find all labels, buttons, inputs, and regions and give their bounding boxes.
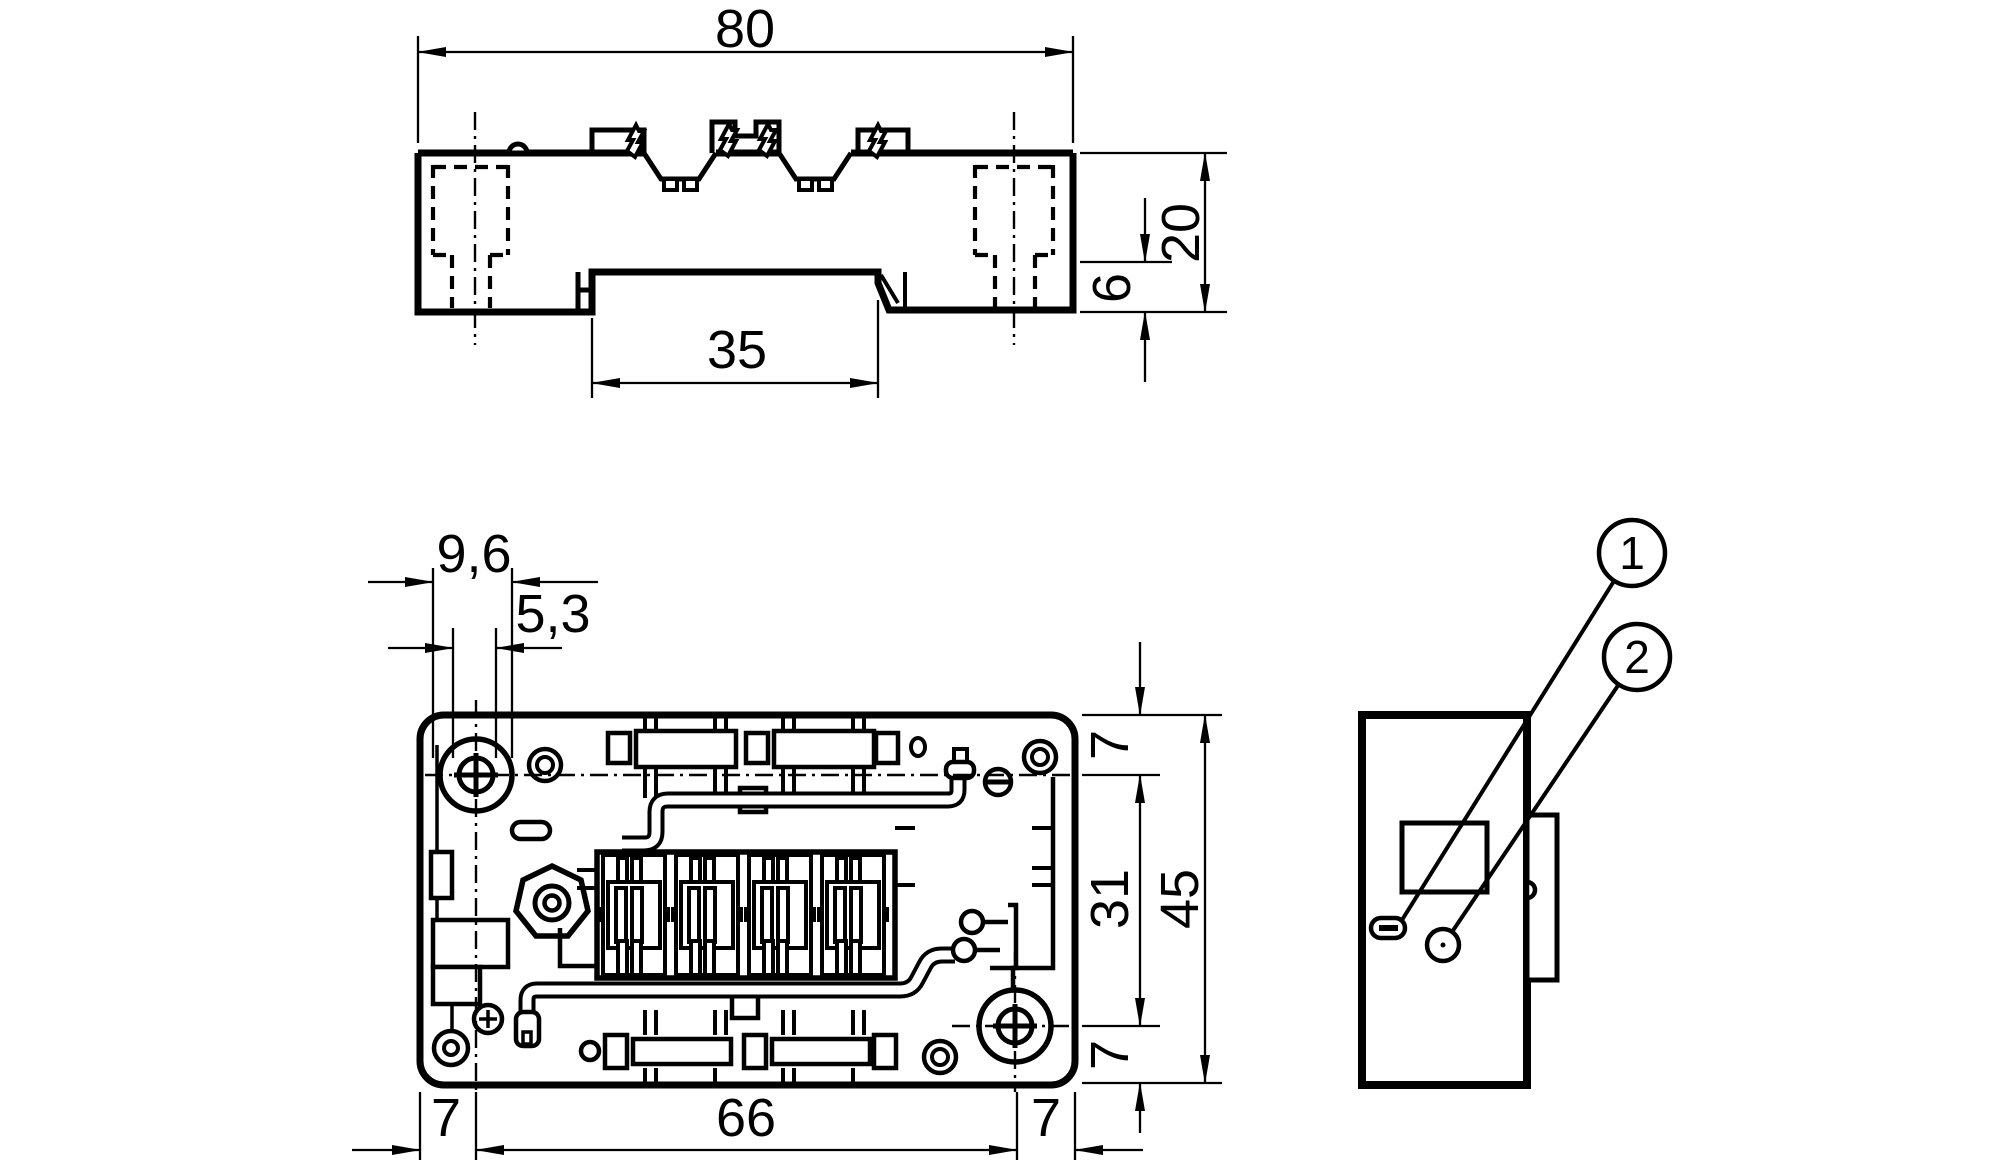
nut-boss — [513, 862, 591, 939]
slotted-via — [982, 766, 1014, 798]
side-body — [1358, 711, 1531, 1089]
leader-line-2 — [1450, 682, 1621, 934]
dim-label-7-left: 7 — [431, 1088, 461, 1148]
conductor-traces — [518, 775, 1056, 1014]
slot-feature-1 — [1368, 915, 1408, 941]
clip-notch-right — [776, 151, 854, 182]
rail-lip-left — [575, 272, 592, 312]
side-window — [1399, 820, 1490, 895]
dim-label-6: 6 — [1082, 273, 1142, 303]
hole-feature-2 — [1424, 926, 1462, 964]
dim-label-20: 20 — [1151, 203, 1211, 263]
dim-label-80: 80 — [715, 0, 775, 59]
terminal-strip-bottom — [602, 992, 899, 1083]
clip-notch-left — [641, 151, 719, 182]
left-slot — [428, 849, 455, 901]
rail-lip-right — [879, 272, 907, 310]
notch-tooth — [797, 177, 814, 192]
dim-label-5-3: 5,3 — [515, 584, 590, 644]
hook-pad — [509, 819, 553, 842]
small-oval-hole — [909, 736, 927, 758]
terminal-strip-top — [605, 715, 901, 815]
center-axes — [425, 700, 1078, 1092]
callout-1-label: 1 — [1619, 527, 1645, 579]
corner-ring — [431, 738, 1059, 1076]
plan-view-housing — [416, 700, 1079, 1092]
dim-label-35: 35 — [707, 320, 767, 380]
contact-block — [577, 826, 915, 981]
small-round-hole — [578, 1039, 602, 1063]
dim-label-7-bottom: 7 — [1080, 1040, 1140, 1070]
clip-tab-center — [709, 119, 782, 153]
dim-label-9-6: 9,6 — [436, 524, 511, 584]
notch-tooth — [682, 177, 699, 192]
leader-line-1 — [1400, 579, 1616, 922]
callout-1: 1 — [1596, 517, 1668, 589]
small-screw — [471, 1002, 505, 1036]
top-view-din-profile — [414, 112, 1077, 345]
dim-label-31: 31 — [1080, 869, 1140, 929]
callout-2: 2 — [1601, 621, 1673, 693]
dim-label-7-top: 7 — [1080, 730, 1140, 760]
dim-label-66: 66 — [716, 1088, 776, 1148]
callout-2-label: 2 — [1624, 631, 1650, 683]
dimension-annotations: 80 35 20 6 9,6 5,3 7 31 45 7 7 66 7 — [352, 0, 1227, 1160]
profile-outline — [414, 153, 1077, 316]
dim-label-7-right: 7 — [1031, 1088, 1061, 1148]
top-edge-bump — [506, 141, 530, 156]
dim-label-45: 45 — [1150, 869, 1210, 929]
notch-tooth — [662, 177, 679, 192]
left-block — [430, 917, 511, 970]
solder-pin-bottom — [513, 1009, 542, 1049]
side-tab-bump — [1524, 879, 1538, 901]
left-block-lower — [430, 964, 483, 1007]
notch-tooth — [817, 177, 834, 192]
side-view: 1 2 — [1358, 517, 1673, 1089]
